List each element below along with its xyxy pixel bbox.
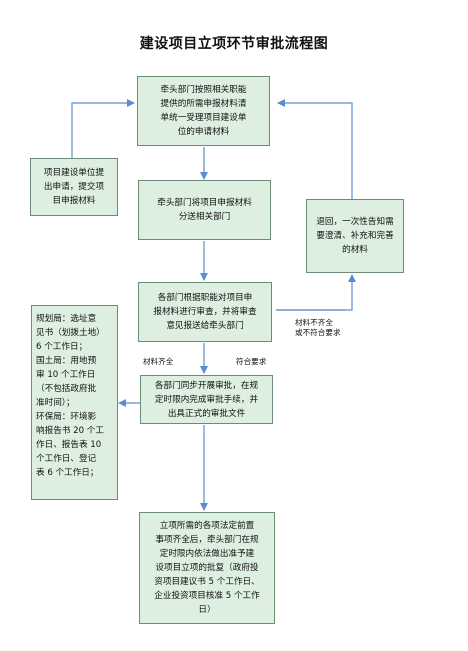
node-review: 各部门根据职能对项目申 报材料进行审查，并将审查 意见报送给牵头部门	[138, 282, 272, 342]
node-notify: 退回，一次性告知需 要澄清、补充和完善 的材料	[306, 199, 404, 273]
label-meets: 符合要求	[236, 357, 267, 366]
label-incomplete: 材料不齐全 或不符合要求	[295, 318, 341, 337]
arrow-applicant-to-receive	[71, 99, 135, 158]
node-dept-times: 规划局：选址意 见书（划拨土地） 6 个工作日； 国土局：用地预 审 10 个工…	[31, 305, 118, 500]
node-lead-receive: 牵头部门按照相关职能 提供的所需申报材料清 单统一受理项目建设单 位的申请材料	[137, 76, 270, 146]
node-distribute: 牵头部门将项目申报材料 分送相关部门	[138, 180, 271, 240]
page-title: 建设项目立项环节审批流程图	[139, 36, 329, 52]
node-parallel: 各部门同步开展审批，在规 定时限内完成审批手续，并 出具正式的审批文件	[140, 375, 273, 424]
label-complete: 材料齐全	[143, 357, 174, 366]
arrow-notify-to-receive	[277, 99, 353, 199]
node-final: 立项所需的各项法定前置 事项齐全后，牵头部门在规 定时限内依法做出准予建 设项目…	[139, 512, 275, 624]
node-applicant: 项目建设单位提 出申请，提交项 目申报材料	[30, 158, 118, 216]
arrow-review-to-notify	[276, 274, 356, 311]
